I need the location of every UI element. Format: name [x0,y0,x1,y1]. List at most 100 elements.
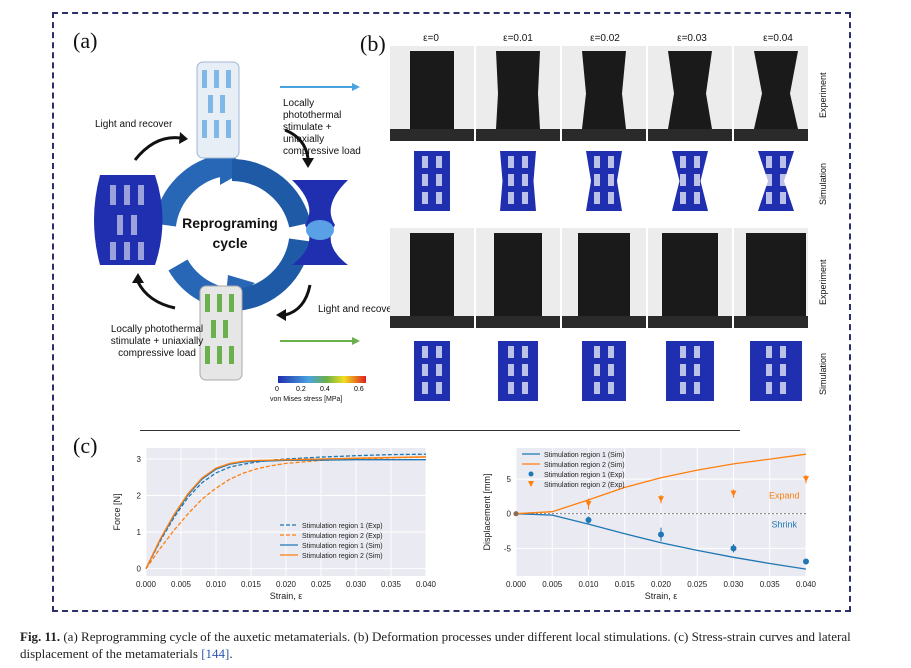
x-tick-label: 0.035 [760,580,781,589]
specimen [662,233,718,316]
x-tick-label: 0.030 [346,580,367,589]
model-cell [436,346,442,358]
model-cell [436,156,442,168]
figure-frame [52,12,851,612]
model-cell [766,192,772,204]
legend-label: Stimulation region 2 (Sim) [302,553,383,560]
series-line [145,453,427,569]
photo-base [562,129,646,141]
caption-label: Fig. 11. [20,629,61,644]
specimen [410,51,454,129]
model-cell [694,364,700,376]
annotation-shrink: Shrink [771,520,797,530]
photo-base [390,316,474,328]
data-point [585,516,592,523]
model-cell [766,346,772,358]
cycle-title-2: cycle [212,235,247,251]
model-cell [608,156,614,168]
model-cell [694,346,700,358]
label-bottom-right: Light and recover [318,304,396,315]
specimen [496,51,540,129]
data-point [658,531,664,538]
model-cell [436,174,442,186]
model-cell [508,174,514,186]
simulation-model [498,341,538,401]
model-cell [508,382,514,394]
x-tick-label: 0.010 [206,580,227,589]
simulation-model [586,151,622,211]
cycle-title-line1: Reprograming [182,215,278,231]
strain-label: ε=0.01 [503,33,533,44]
model-cell [522,364,528,376]
divider [140,430,740,431]
model-cell [766,382,772,394]
model-cell [694,382,700,394]
model-cell [594,346,600,358]
model-cell [694,192,700,204]
x-tick-label: 0.000 [506,580,527,589]
simulation-model [666,341,714,401]
y-axis-label: Force [N] [112,493,122,530]
x-tick-label: 0.035 [381,580,402,589]
model-cell [766,364,772,376]
model-cell [436,192,442,204]
x-tick-label: 0.020 [276,580,297,589]
legend-label: Stimulation region 2 (Exp) [544,482,625,489]
colorbar-tick: 0.2 [296,386,306,393]
model-cell [522,346,528,358]
x-axis-label: Strain, ε [270,591,303,601]
simulation-model [758,151,794,211]
model-cell [422,364,428,376]
row-label-simulation-1: Simulation [818,162,828,205]
caption-reference-link[interactable]: [144] [201,646,230,661]
legend-label: Stimulation region 2 (Exp) [302,533,383,540]
model-cell [680,364,686,376]
model-cell [436,364,442,376]
row-label-experiment-2: Experiment [818,259,828,305]
photo-base [734,129,808,141]
specimen [754,51,798,129]
cylinder-bottom [199,285,243,381]
panel-b-grid [390,46,808,401]
model-cell [680,346,686,358]
model-cell [780,364,786,376]
x-tick-label: 0.015 [241,580,262,589]
model-cell [680,156,686,168]
y-axis-label: Displacement [mm] [482,473,492,550]
strain-label: ε=0.03 [677,33,707,44]
colorbar-title: von Mises stress [MPa] [270,396,343,403]
model-cell [608,346,614,358]
data-point [803,558,809,565]
legend-label: Stimulation region 2 (Sim) [544,462,625,469]
model-cell [422,174,428,186]
model-cell [766,156,772,168]
y-tick-label: 5 [507,475,512,484]
cylinder-right-deformed [292,180,348,265]
x-tick-label: 0.040 [796,580,817,589]
model-cell [422,192,428,204]
series-line [515,453,807,515]
row-label-simulation-2: Simulation [818,352,828,395]
model-cell [608,382,614,394]
model-cell [594,382,600,394]
legend-label: Stimulation region 1 (Sim) [544,452,625,459]
x-tick-label: 0.010 [578,580,599,589]
model-cell [780,174,786,186]
simulation-model [500,151,536,211]
data-point [585,501,592,508]
model-cell [608,364,614,376]
model-cell [508,192,514,204]
legend-label: Stimulation region 1 (Exp) [544,472,625,479]
photo-base [476,316,560,328]
model-cell [780,382,786,394]
colorbar [278,376,366,383]
y-tick-label: 0 [507,510,512,519]
data-point [730,490,737,497]
row-label-experiment-1: Experiment [818,72,828,118]
x-tick-label: 0.005 [542,580,563,589]
model-cell [422,156,428,168]
simulation-model [750,341,802,401]
simulation-model [414,341,450,401]
model-cell [780,192,786,204]
